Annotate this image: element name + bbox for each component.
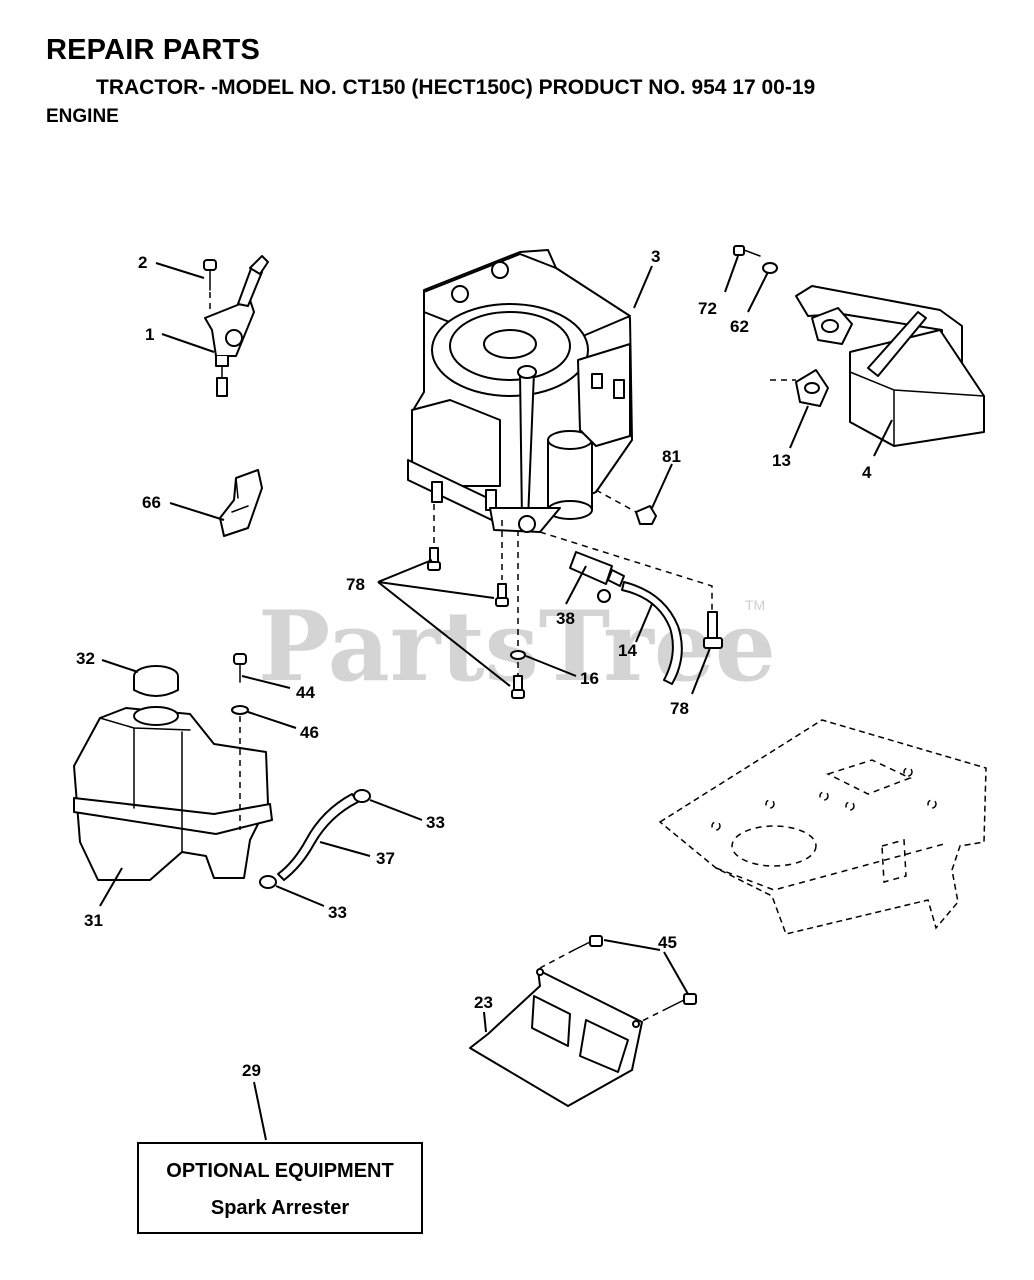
callout-4: 4 bbox=[862, 463, 872, 482]
callout-14: 14 bbox=[618, 641, 637, 660]
callout-29: 29 bbox=[242, 1061, 261, 1080]
fuel-tank-group bbox=[73, 653, 273, 881]
leader-lines bbox=[99, 255, 893, 1141]
callout-33-lower: 33 bbox=[328, 903, 347, 922]
callout-44: 44 bbox=[296, 683, 315, 702]
callout-31: 31 bbox=[84, 911, 103, 930]
callout-32: 32 bbox=[76, 649, 95, 668]
callout-66: 66 bbox=[142, 493, 161, 512]
section-label: ENGINE bbox=[46, 106, 119, 127]
fuel-valve-part bbox=[569, 551, 625, 603]
clip-part bbox=[219, 469, 263, 537]
callout-3: 3 bbox=[651, 247, 660, 266]
plate-group bbox=[469, 935, 697, 1107]
callout-1: 1 bbox=[145, 325, 154, 344]
callout-45: 45 bbox=[658, 933, 677, 952]
callout-2: 2 bbox=[138, 253, 147, 272]
callout-labels: 2 1 3 72 62 13 4 81 66 78 38 14 16 78 32… bbox=[76, 247, 872, 1080]
callout-23: 23 bbox=[474, 993, 493, 1012]
callout-78-left: 78 bbox=[346, 575, 365, 594]
callout-62: 62 bbox=[730, 317, 749, 336]
throttle-control-part bbox=[203, 255, 269, 397]
watermark-trademark: TM bbox=[745, 597, 765, 613]
engine-part bbox=[407, 249, 633, 533]
callout-78-right: 78 bbox=[670, 699, 689, 718]
callout-16: 16 bbox=[580, 669, 599, 688]
page-title: REPAIR PARTS bbox=[46, 34, 261, 66]
callout-46: 46 bbox=[300, 723, 319, 742]
optional-equipment-box: OPTIONAL EQUIPMENT Spark Arrester bbox=[137, 1142, 423, 1234]
model-line: TRACTOR- -MODEL NO. CT150 (HECT150C) PRO… bbox=[96, 76, 816, 99]
fuel-line-part bbox=[621, 581, 683, 685]
callout-38: 38 bbox=[556, 609, 575, 628]
nut-part bbox=[635, 505, 657, 525]
muffler-group bbox=[733, 245, 985, 447]
fuel-hose-group bbox=[259, 789, 371, 889]
callout-33-upper: 33 bbox=[426, 813, 445, 832]
mount-bolts bbox=[427, 547, 525, 699]
callout-81: 81 bbox=[662, 447, 681, 466]
optional-equipment-title: OPTIONAL EQUIPMENT bbox=[166, 1160, 394, 1182]
callout-37: 37 bbox=[376, 849, 395, 868]
callout-72: 72 bbox=[698, 299, 717, 318]
callout-13: 13 bbox=[772, 451, 791, 470]
bolt-part bbox=[703, 611, 723, 649]
washer-part bbox=[510, 650, 526, 660]
optional-equipment-item: Spark Arrester bbox=[210, 1197, 350, 1219]
tractor-frame bbox=[658, 719, 987, 935]
